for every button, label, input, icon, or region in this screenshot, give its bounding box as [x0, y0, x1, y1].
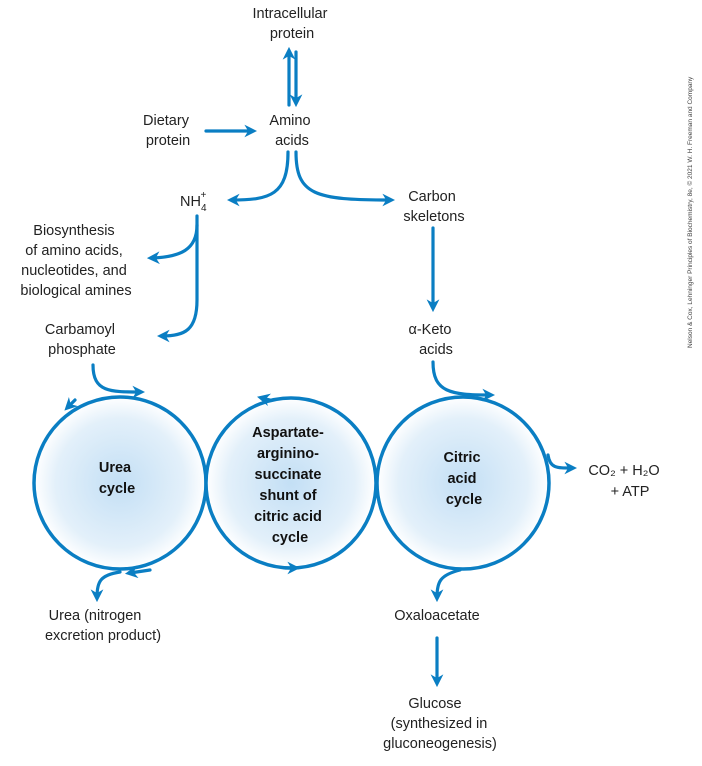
glucose-label: Glucose (synthesized in gluconeogenesis) [383, 696, 497, 752]
dietary-protein-label: Dietary protein [143, 113, 193, 149]
ammonium-label: NH4+ [180, 190, 207, 214]
credit-line: Nelson & Cox, Lehninger Principles of Bi… [686, 76, 694, 348]
amino-acids-label: Amino acids [269, 113, 314, 149]
carbamoyl-phosphate-label: Carbamoyl phosphate [45, 322, 119, 358]
intracellular-protein-label: Intracellular protein [253, 6, 332, 42]
shunt-label: Aspartate- argininο- succinate shunt of … [252, 425, 328, 546]
urea-cycle-label: Urea cycle [99, 460, 135, 497]
citric-acid-cycle-label: Citric acid cycle [443, 450, 484, 508]
oxaloacetate-label: Oxaloacetate [394, 608, 479, 624]
urea-label: Urea (nitrogen excretion product) [45, 608, 161, 644]
biosynthesis-label: Biosynthesis of amino acids, nucleotides… [20, 223, 131, 299]
products-label: CO₂ + H₂O + ATP [588, 463, 663, 500]
carbon-skeletons-label: Carbon skeletons [403, 189, 464, 225]
arrows [64, 46, 578, 688]
citric-acid-cycle-circle [375, 395, 551, 571]
alpha-keto-acids-label: α-Keto acids [408, 322, 455, 358]
